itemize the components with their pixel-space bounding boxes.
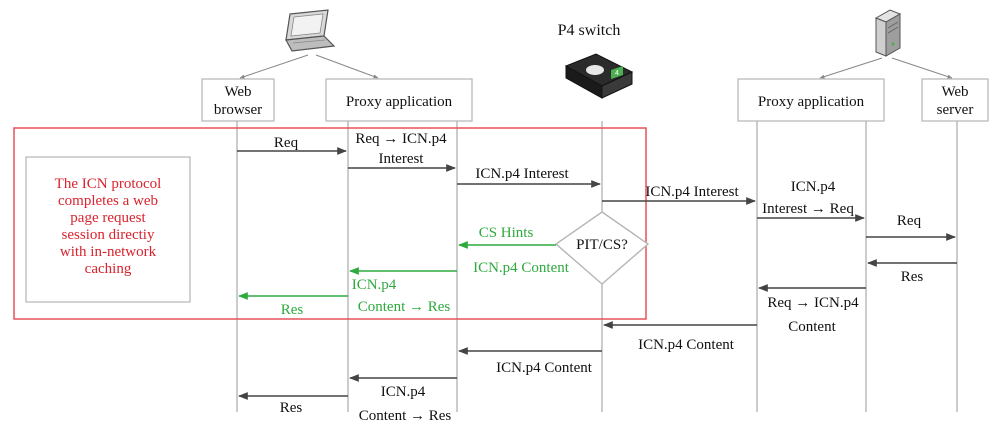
label-cs-hints: CS Hints xyxy=(479,225,534,241)
label-content-res-1: ICN.p4 xyxy=(381,384,426,400)
label-icn-interest-a: ICN.p4 Interest xyxy=(475,166,569,182)
label-res-green: Res xyxy=(281,302,304,318)
note-line-2: completes a web xyxy=(58,193,158,209)
label-req-1: Req xyxy=(274,135,299,151)
actor-proxy-left-label: Proxy application xyxy=(346,94,453,110)
label-icn-interest-b: ICN.p4 Interest xyxy=(645,184,739,200)
lifelines xyxy=(236,121,958,412)
label-content-res-green-2: Content → Res xyxy=(358,299,451,315)
messages: Req Req → ICN.p4 Interest ICN.p4 Interes… xyxy=(237,131,957,424)
server-to-webserver-line xyxy=(891,57,953,79)
actor-proxy-right-label: Proxy application xyxy=(758,94,865,110)
svg-text:4: 4 xyxy=(615,70,619,77)
laptop-to-proxy-line xyxy=(315,54,379,79)
label-req-to-icn-1: Req → ICN.p4 xyxy=(355,131,447,147)
actor-web-server-line1: Web xyxy=(941,84,968,100)
server-tower-icon xyxy=(874,9,902,57)
label-icn-content-b2: ICN.p4 Content xyxy=(496,360,593,376)
laptop-icon xyxy=(285,9,336,52)
note-line-5: with in-network xyxy=(60,244,157,260)
note-line-4: session directiy xyxy=(62,227,155,243)
note-line-3: page request xyxy=(70,210,146,226)
label-req-to-icn-2: Interest xyxy=(379,151,425,167)
label-interest-to-req-1: ICN.p4 xyxy=(791,179,836,195)
actor-proxy-right: Proxy application xyxy=(737,78,885,122)
label-req-to-content-1: Req → ICN.p4 xyxy=(767,295,859,311)
label-res-final: Res xyxy=(280,400,303,416)
label-res-server: Res xyxy=(901,269,924,285)
actor-web-server-line2: server xyxy=(937,102,974,118)
in-network-caching-frame xyxy=(13,127,647,320)
label-content-res-green-1: ICN.p4 xyxy=(352,277,397,293)
actor-web-server: Web server xyxy=(921,78,989,122)
p4-switch-title: P4 switch xyxy=(558,22,621,39)
actor-web-browser-line1: Web xyxy=(224,84,251,100)
server-to-proxy-line xyxy=(819,57,883,79)
note-box: The ICN protocol completes a web page re… xyxy=(25,156,191,303)
note-line-6: caching xyxy=(85,261,132,277)
label-icn-content-green: ICN.p4 Content xyxy=(473,260,570,276)
laptop-to-browser-line xyxy=(239,54,309,79)
actor-web-browser: Web browser xyxy=(201,78,275,122)
label-req-2: Req xyxy=(897,213,922,229)
label-interest-to-req-2: Interest → Req xyxy=(762,201,854,217)
label-content-res-2: Content → Res xyxy=(359,408,452,424)
actor-web-browser-line2: browser xyxy=(214,102,262,118)
label-icn-content-b1: ICN.p4 Content xyxy=(638,337,735,353)
decision-label: PIT/CS? xyxy=(576,237,628,253)
p4-switch-icon: 4 xyxy=(564,53,634,99)
label-req-to-content-2: Content xyxy=(788,319,836,335)
actor-proxy-left: Proxy application xyxy=(325,78,473,122)
note-line-1: The ICN protocol xyxy=(55,176,162,192)
pit-cs-decision: PIT/CS? xyxy=(554,211,650,285)
